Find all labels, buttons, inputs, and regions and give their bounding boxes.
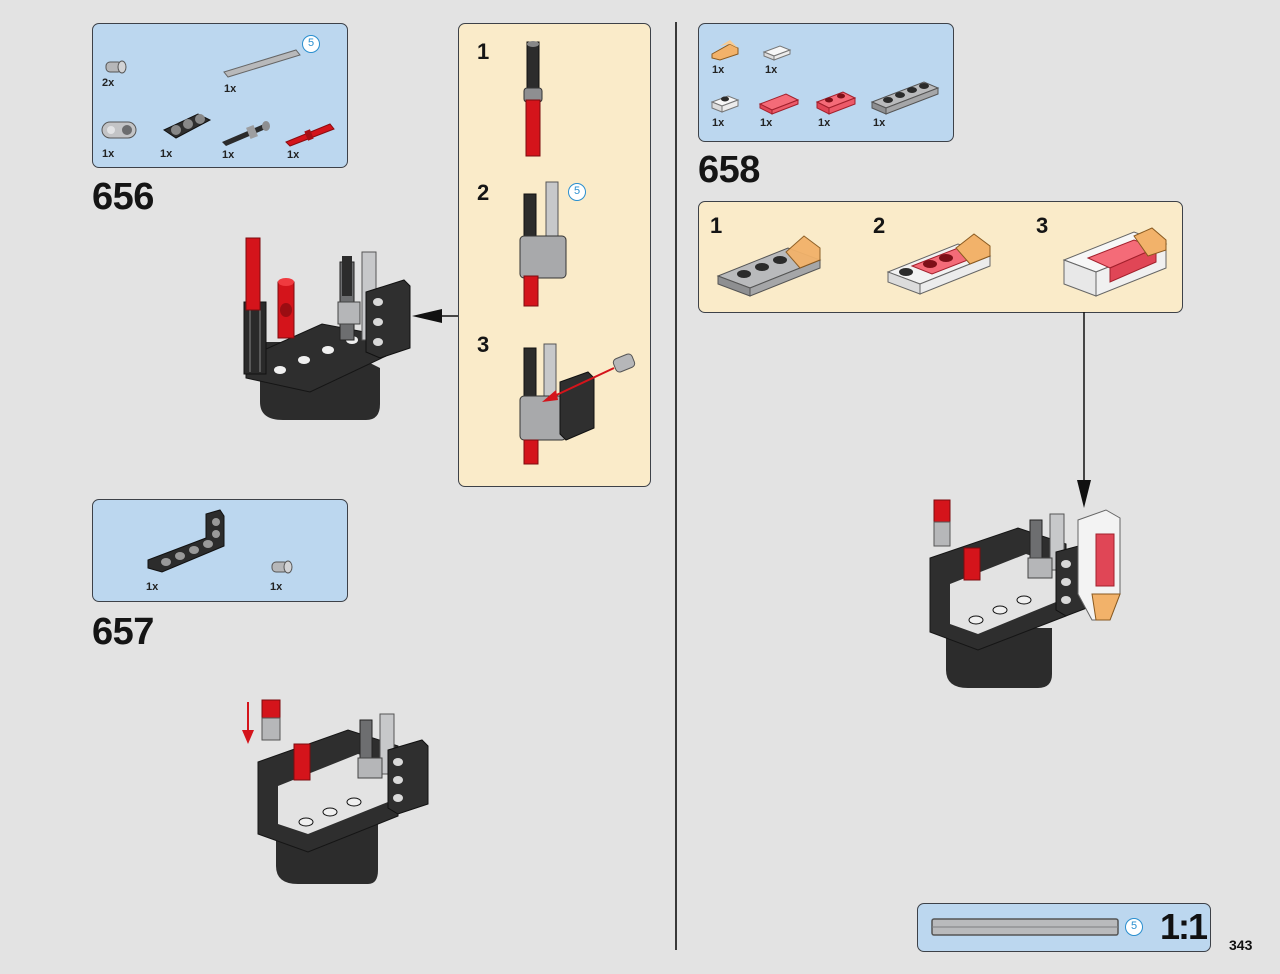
length-indicator: 5 (302, 35, 320, 53)
white-plate-icon (710, 95, 740, 113)
step-number: 656 (92, 176, 154, 218)
length-indicator: 5 (1125, 918, 1143, 936)
assembly-656-illustration (243, 237, 411, 420)
substep-658-1-illustration (716, 235, 822, 297)
bush-icon (271, 560, 293, 574)
qty-label: 1x (873, 117, 886, 129)
trans-red-plate-icon (815, 91, 857, 115)
qty-label: 1x (146, 581, 159, 593)
qty-label: 1x (760, 117, 773, 129)
substep-number: 1 (477, 39, 490, 64)
red-axle-pin-icon (285, 123, 335, 147)
qty-label: 1x (224, 83, 237, 95)
gray-plate-1x4-icon (870, 81, 940, 115)
substep-number: 3 (477, 332, 490, 357)
qty-label: 1x (818, 117, 831, 129)
scale-label: 1:1 (1160, 906, 1208, 947)
qty-label: 1x (712, 64, 725, 76)
callout-arrow (412, 309, 460, 323)
substep-number: 1 (710, 213, 723, 238)
substep-658-2-illustration (886, 233, 992, 295)
qty-label: 1x (765, 64, 778, 76)
substep-number: 2 (477, 180, 490, 205)
qty-label: 2x (102, 77, 115, 89)
substep-2-illustration (519, 181, 567, 307)
axle-with-stop-icon (222, 121, 270, 146)
l-beam-icon (147, 509, 225, 573)
bush-icon (105, 60, 127, 74)
substep-3-illustration (519, 343, 636, 465)
scale-axle-icon (931, 918, 1119, 936)
substep-number: 2 (873, 213, 886, 238)
parts-list-658 (698, 23, 954, 142)
page-divider (675, 22, 677, 950)
step-number: 658 (698, 149, 760, 191)
qty-label: 1x (102, 148, 115, 160)
substep-1-illustration (523, 41, 543, 157)
qty-label: 1x (160, 148, 173, 160)
white-tile-icon (762, 45, 792, 61)
substep-658-3-illustration (1062, 227, 1168, 297)
step-number: 657 (92, 611, 154, 653)
qty-label: 1x (222, 149, 235, 161)
trans-red-tile-icon (758, 93, 800, 115)
assembly-658-illustration (929, 499, 1121, 688)
long-axle-icon (223, 49, 301, 78)
length-indicator: 5 (568, 183, 586, 201)
substep-number: 3 (1036, 213, 1049, 238)
callout-arrow (1077, 312, 1091, 508)
qty-label: 1x (270, 581, 283, 593)
beam-2-icon (101, 121, 137, 139)
trans-orange-slope-icon (711, 40, 739, 61)
qty-label: 1x (287, 149, 300, 161)
page-number: 343 (1229, 937, 1253, 953)
beam-3-icon (162, 113, 212, 139)
assembly-657-illustration (242, 699, 429, 884)
qty-label: 1x (712, 117, 725, 129)
